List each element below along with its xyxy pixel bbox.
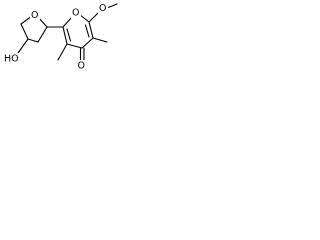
bond-c4-oh (17, 38, 29, 54)
label-mask (3, 53, 19, 65)
bond-pyr-c3-c2 (62, 26, 68, 45)
thf-ring-oxygen-label: O (31, 10, 38, 21)
bond-thf-c2-c3 (37, 26, 48, 43)
tetrahydrofuran-ring (17, 15, 48, 54)
bond-pyr-c2-o1 (62, 16, 73, 28)
bond-pyr-c5-c4 (81, 37, 94, 49)
pyranone-ring-oxygen-label: O (72, 8, 79, 19)
molecule-structure-diagram: O O O O HO (3, 3, 118, 72)
hydroxyl-label: HO (4, 54, 19, 65)
bond-methoxy-o-ch3 (106, 3, 118, 9)
label-mask (71, 8, 81, 19)
label-mask (30, 10, 40, 21)
methoxy-oxygen-label: O (99, 3, 106, 14)
bond-c5-methyl (92, 37, 108, 43)
bond-thf-c4-c5 (20, 23, 29, 40)
bond-pyr-c6-c5-double (84, 24, 90, 38)
label-mask (98, 3, 108, 14)
bond-c3-methyl (57, 43, 68, 61)
pyranone-ring (62, 13, 94, 49)
bond-pyr-c3-c2-double (66, 28, 72, 42)
bond-thf-c3-c4 (27, 38, 39, 43)
substituents (57, 3, 118, 62)
atom-labels: O O O O HO (3, 3, 108, 72)
bond-pyr-c6-c5 (88, 21, 94, 39)
bond-c6-methoxy-o (88, 11, 100, 23)
carbonyl-oxygen-label: O (78, 61, 85, 72)
bond-pyr-c4-c3 (66, 43, 83, 49)
label-mask (76, 60, 86, 72)
